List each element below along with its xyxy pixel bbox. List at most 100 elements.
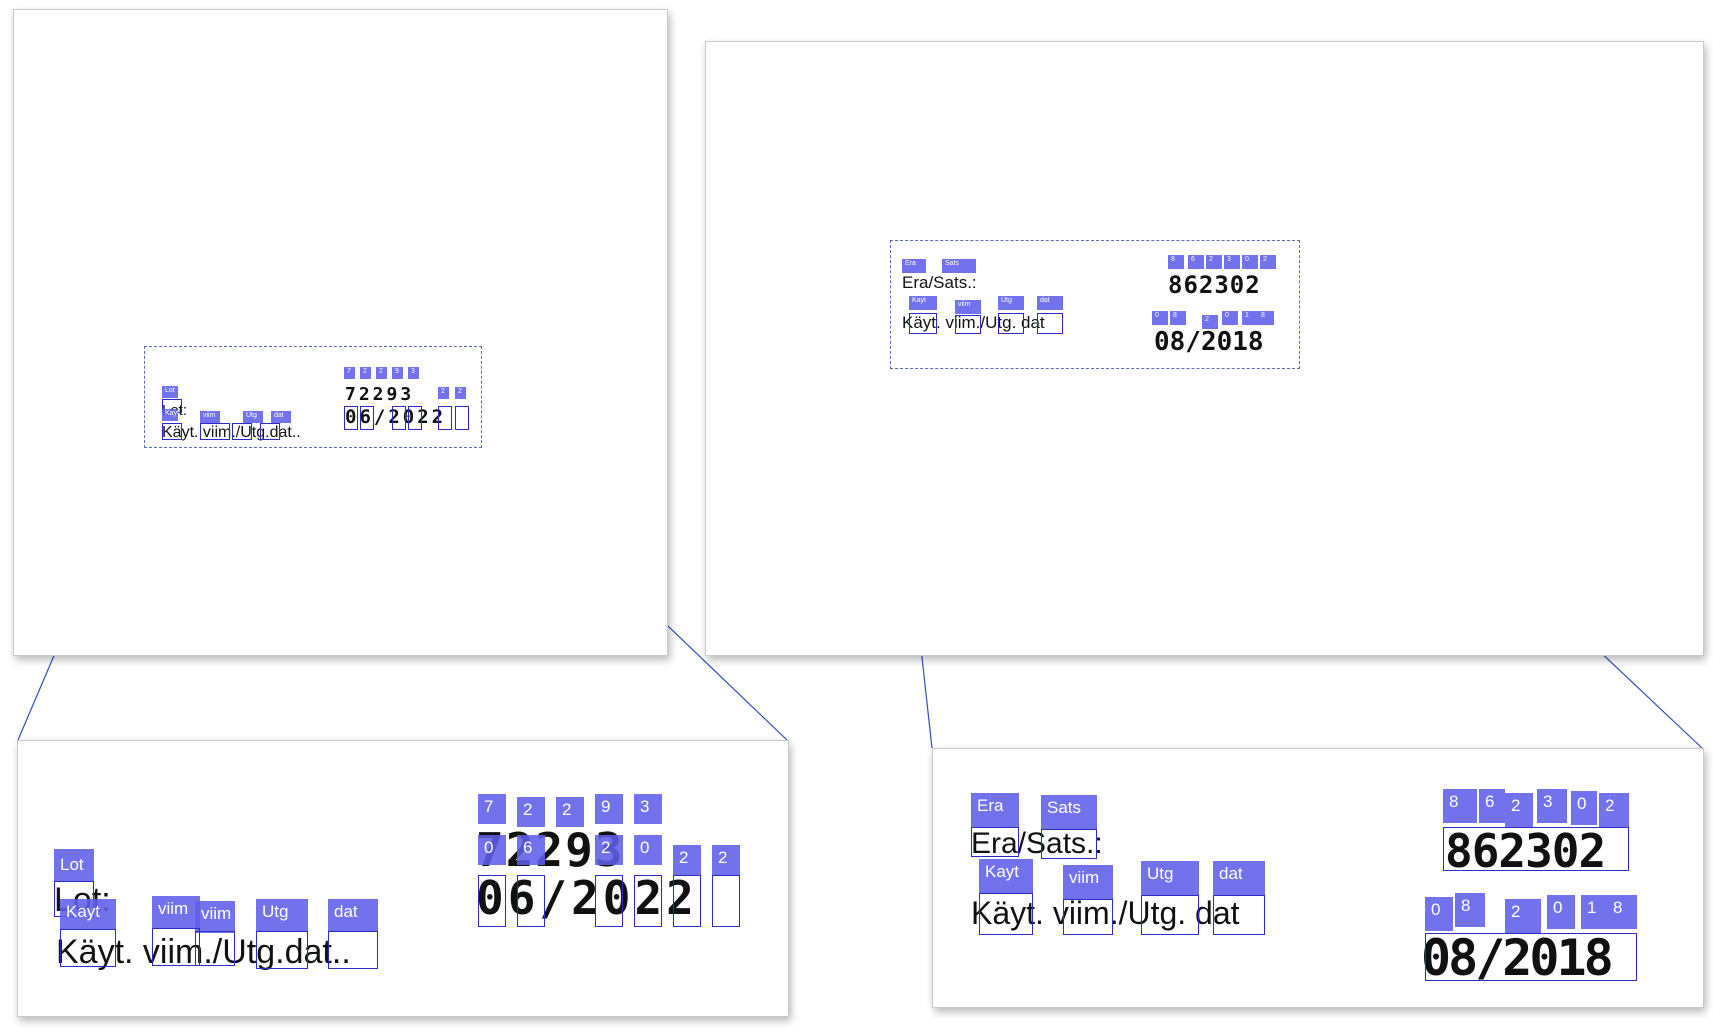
digit-tag: 2 <box>455 387 466 399</box>
digit-tag: 6 <box>1188 255 1204 269</box>
digit-tag: 2 <box>1206 255 1222 269</box>
digit-box <box>673 875 701 927</box>
word-tag: Sats <box>1041 795 1097 829</box>
digit-tag: 2 <box>517 797 545 827</box>
digit-tag: 2 <box>556 797 584 827</box>
digit-tag: 0 <box>1222 311 1238 325</box>
digit-tag: 2 <box>1599 793 1629 827</box>
right-zoom-panel: Era/Sats.: Käyt. viim./Utg. dat 862302 0… <box>932 748 1704 1008</box>
word-box <box>998 313 1024 334</box>
left-label-panel: Lot: Käyt. viim./Utg.dat.. 72293 06/2022… <box>13 9 668 656</box>
word-box <box>152 928 200 966</box>
digit-box <box>634 875 662 927</box>
word-tag: Utg <box>998 296 1024 310</box>
digit-box <box>595 875 623 927</box>
digit-tag: 2 <box>360 367 371 379</box>
right-zoom-line2: Käyt. viim./Utg. dat <box>971 895 1240 931</box>
word-tag: dat <box>328 899 378 931</box>
digit-tag: 6 <box>1479 789 1505 823</box>
right-zoom-line1: Era/Sats.: <box>971 827 1103 860</box>
word-box <box>909 313 937 334</box>
word-tag: Kayt <box>60 899 116 929</box>
digit-tag: 9 <box>595 794 623 824</box>
digit-tag: 8 <box>1443 789 1477 823</box>
digit-tag: 8 <box>1455 893 1485 927</box>
word-tag: Utg <box>1141 861 1199 895</box>
word-box <box>1037 313 1063 334</box>
left-small-lot-digits: 72293 <box>345 384 415 405</box>
digit-box <box>1425 933 1637 981</box>
word-box <box>1063 899 1113 935</box>
digit-box <box>712 875 740 927</box>
word-box <box>195 931 235 966</box>
digit-tag: 2 <box>1505 793 1533 827</box>
digit-tag: 2 <box>1505 899 1541 933</box>
word-tag: dat <box>1213 861 1265 895</box>
digit-tag: 7 <box>344 367 355 379</box>
digit-tag: 3 <box>408 367 419 379</box>
digit-tag: 2 <box>376 367 387 379</box>
word-tag: Utg <box>256 899 308 931</box>
right-small-lot-digits: 862302 <box>1168 271 1261 299</box>
digit-tag: 2 <box>595 835 623 865</box>
word-box <box>60 929 116 967</box>
digit-tag: 3 <box>1537 789 1567 823</box>
left-zoom-line2: Käyt. viim./Utg.dat.. <box>56 933 351 971</box>
digit-tag: 0 <box>1571 791 1597 825</box>
word-box <box>328 931 378 969</box>
digit-box <box>408 406 422 430</box>
digit-tag: 9 <box>392 367 403 379</box>
digit-box <box>455 406 469 430</box>
left-small-line2: Käyt. viim./Utg.dat.. <box>162 424 301 441</box>
digit-tag: 7 <box>478 794 506 824</box>
word-box <box>256 931 308 969</box>
digit-tag: 1 <box>1242 311 1258 325</box>
digit-tag: 0 <box>1425 897 1453 931</box>
word-tag: Lot <box>162 386 178 398</box>
right-label-panel: Era/Sats.: Käyt. viim./Utg. dat 862302 0… <box>705 41 1704 656</box>
left-zoom-date-digits: 06/2022 <box>476 871 698 925</box>
right-region-of-interest <box>890 240 1300 369</box>
digit-tag: 8 <box>1607 895 1637 929</box>
word-tag: viim <box>955 300 981 314</box>
digit-tag: 0 <box>1152 311 1168 325</box>
digit-tag: 2 <box>1260 255 1276 269</box>
word-box <box>955 315 981 334</box>
word-tag: viim <box>200 411 220 423</box>
word-tag: viim <box>1063 865 1113 899</box>
left-small-date-digits: 06/2022 <box>345 406 447 428</box>
digit-tag: 6 <box>517 835 545 865</box>
word-tag: dat <box>1037 296 1063 310</box>
word-box <box>979 893 1033 935</box>
digit-box <box>438 406 452 430</box>
word-tag: Utg <box>243 411 263 423</box>
word-tag: Lot <box>54 849 94 881</box>
digit-box <box>360 406 374 430</box>
digit-tag: 8 <box>1170 311 1186 325</box>
word-box <box>1041 829 1097 859</box>
word-tag: Era <box>971 793 1019 827</box>
digit-box <box>517 875 545 927</box>
word-tag: Kayt <box>909 296 937 310</box>
digit-tag: 0 <box>1242 255 1258 269</box>
digit-tag: 8 <box>1168 255 1184 269</box>
digit-box <box>392 406 406 430</box>
digit-tag: 3 <box>1224 255 1240 269</box>
digit-box <box>344 406 358 430</box>
digit-tag: 0 <box>634 835 662 865</box>
digit-tag: 0 <box>478 835 506 865</box>
word-box <box>1141 895 1199 935</box>
digit-tag: 2 <box>1202 315 1218 329</box>
word-tag: Era <box>902 259 926 273</box>
word-tag: Sats <box>942 259 976 273</box>
word-box <box>232 423 252 440</box>
digit-tag: 2 <box>712 845 740 875</box>
word-box <box>971 827 1019 857</box>
word-box <box>200 423 230 440</box>
word-box <box>260 423 280 440</box>
digit-tag: 8 <box>1258 311 1274 325</box>
right-small-line1: Era/Sats.: <box>902 273 977 292</box>
digit-tag: 1 <box>1581 895 1607 929</box>
digit-tag: 3 <box>634 794 662 824</box>
word-tag: Kayt <box>162 409 178 421</box>
